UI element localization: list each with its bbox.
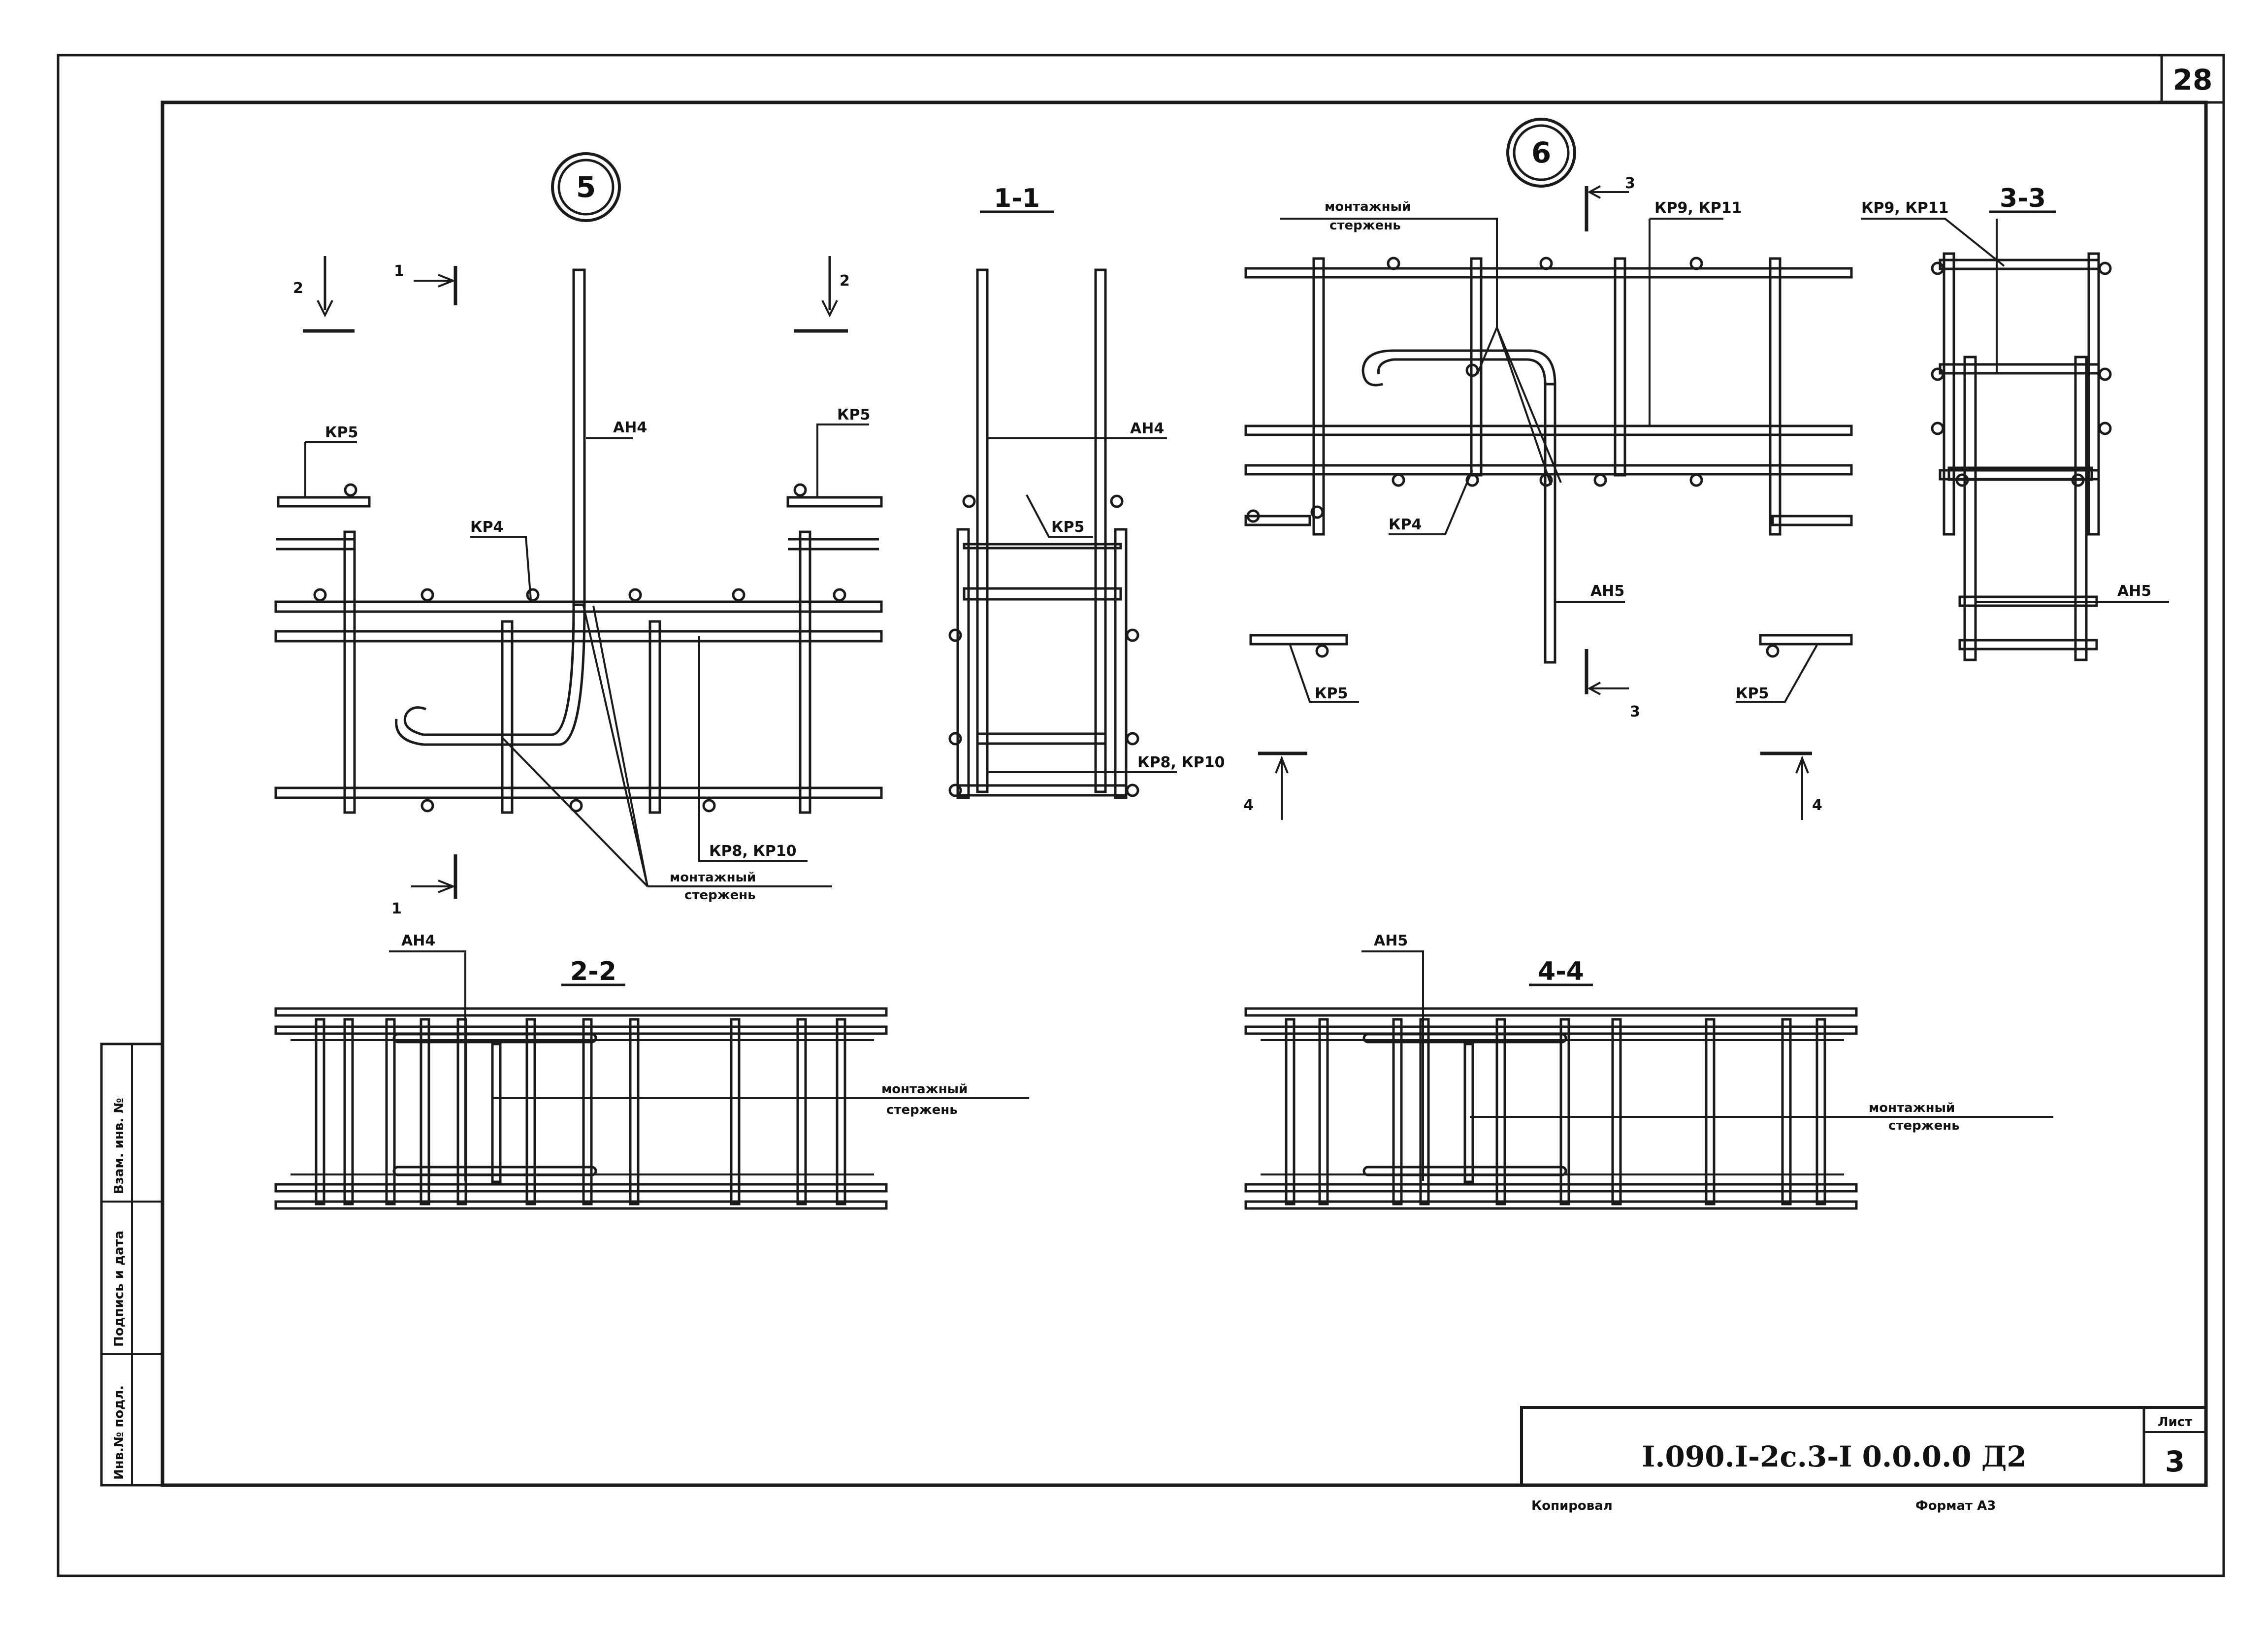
section-2-2-view [274,950,1029,1210]
section-4-4-label-mount-2: стержень [1888,1118,1960,1133]
section-2-2-label-mount-2: стержень [886,1103,958,1117]
section-1-1-view [948,210,1177,799]
side-stamp [100,1043,164,1487]
node-5-label-kr4: КР4 [470,519,503,536]
node-6-view [1244,118,1853,820]
format-label: Формат А3 [1915,1499,1996,1513]
side-stamp-replaced-inv: Взам. инв. № [112,1098,127,1195]
section-3-3-label-ah5: АН5 [2117,583,2151,600]
sheet-number: 3 [2165,1445,2185,1478]
node-6-label-mount-2: стержень [1329,218,1401,233]
node-5-label-ah4: АН4 [613,419,647,436]
section-1-1-label-kr8-kr10: КР8, КР10 [1137,754,1225,771]
section-3-3-view [1861,210,2169,661]
designation-code: I.090.I-2с.3-I 0.0.0.0 Д2 [1642,1440,2027,1473]
section-3-3-label-kr9-kr11: КР9, КР11 [1861,199,1948,217]
node-6-label-cut3-top: 3 [1625,175,1635,192]
section-1-1-label-kr5: КР5 [1051,519,1084,536]
copied-label: Копировал [1531,1499,1613,1513]
section-1-1-label-ah4: АН4 [1130,420,1164,437]
section-2-2-label-mount-1: монтажный [881,1082,968,1097]
node-5-label-cut2-left: 2 [293,280,303,297]
node-5-label-kr5-left: КР5 [325,424,358,441]
section-4-4-label-mount-1: монтажный [1869,1101,1955,1115]
node-5-marker [551,152,621,222]
node-6-label-kr5-right: КР5 [1736,685,1769,702]
title-block [1520,1406,2207,1487]
node-5-label-cut1-top: 1 [394,262,404,280]
section-4-4-label-ah5: АН5 [1374,932,1408,949]
node-6-label-mount-1: монтажный [1325,199,1411,214]
section-4-4-title: 4-4 [1538,957,1584,986]
node-5-label-cut2-right: 2 [840,272,850,290]
section-4-4-view [1244,950,2053,1210]
section-1-1-title: 1-1 [994,184,1040,213]
node-6-marker [1506,118,1576,188]
node-5-view [274,152,883,899]
sheet-frame [57,54,2225,1577]
node-5-label-cut1-bottom: 1 [391,900,402,917]
sheet-label: Лист [2158,1415,2192,1430]
section-3-3-title: 3-3 [2000,184,2046,213]
side-stamp-sign-date: Подпись и дата [112,1231,127,1347]
node-6-label-ah5: АН5 [1590,583,1624,600]
node-5-label-mount-1: монтажный [670,870,756,885]
node-6-label-cut3-bottom: 3 [1630,703,1640,720]
node-6-label-kr5-left: КР5 [1315,685,1348,702]
node-5-label-kr5-right: КР5 [837,406,870,424]
node-6-label-cut4-right: 4 [1812,797,1822,814]
page-number: 28 [2173,63,2213,97]
section-2-2-title: 2-2 [570,957,616,986]
section-2-2-label-ah4: АН4 [401,932,435,949]
side-stamp-inv-original: Инв.№ подл. [112,1385,127,1480]
node-5-label-mount-2: стержень [684,888,756,903]
node-5-label-kr8-kr10: КР8, КР10 [709,843,796,860]
node-6-label-kr4: КР4 [1389,516,1422,533]
node-6-number: 6 [1531,136,1551,169]
node-6-label-kr9-kr11: КР9, КР11 [1654,199,1742,217]
node-6-label-cut4-left: 4 [1243,797,1254,814]
node-5-number: 5 [576,170,596,204]
